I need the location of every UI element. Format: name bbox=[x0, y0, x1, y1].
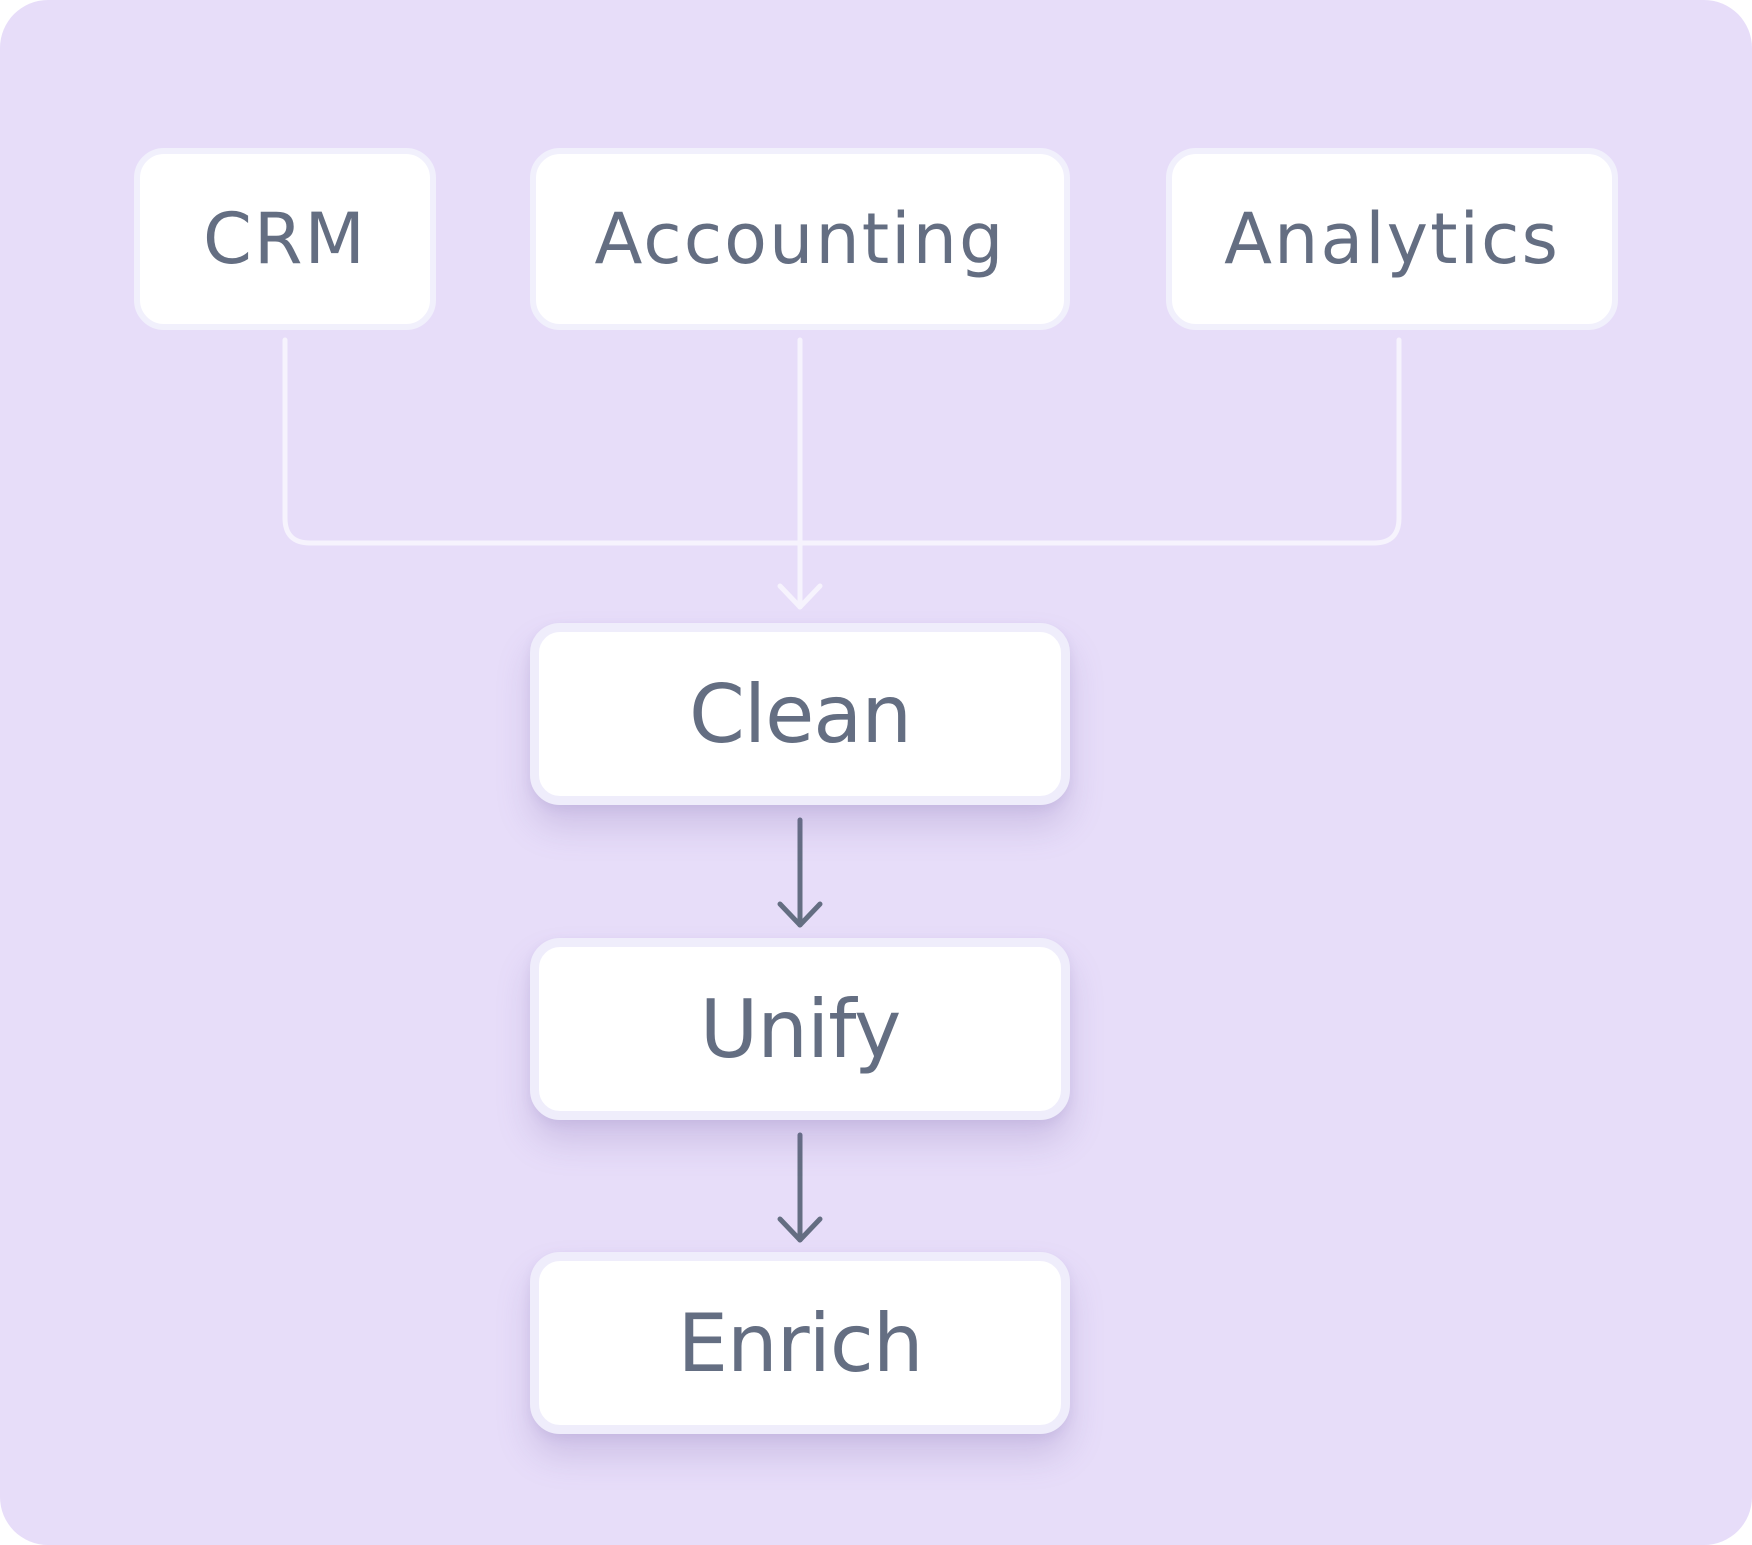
source-node-accounting: Accounting bbox=[530, 148, 1070, 330]
node-label: Unify bbox=[699, 982, 902, 1076]
node-label: Analytics bbox=[1224, 198, 1560, 280]
node-label: Enrich bbox=[677, 1296, 923, 1390]
node-label: CRM bbox=[203, 198, 367, 280]
arrowhead-into-enrich bbox=[777, 1216, 823, 1243]
source-node-analytics: Analytics bbox=[1166, 148, 1618, 330]
node-label: Clean bbox=[688, 667, 912, 761]
node-label: Accounting bbox=[594, 198, 1006, 280]
pipeline-node-clean: Clean bbox=[530, 623, 1070, 805]
arrowhead-into-clean bbox=[777, 583, 823, 610]
arrowhead-into-unify bbox=[777, 901, 823, 928]
pipeline-node-unify: Unify bbox=[530, 938, 1070, 1120]
connector-crm-to-merge bbox=[282, 337, 803, 546]
source-node-crm: CRM bbox=[134, 148, 436, 330]
connector-analytics-to-merge bbox=[797, 337, 1402, 546]
pipeline-node-enrich: Enrich bbox=[530, 1252, 1070, 1434]
